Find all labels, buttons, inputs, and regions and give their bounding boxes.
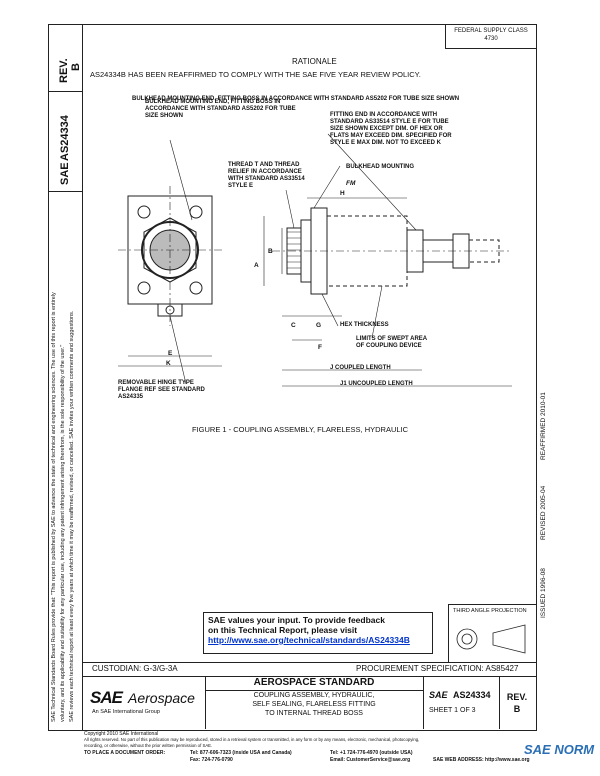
dim-c-label: C bbox=[291, 322, 296, 329]
left-column: REV. B SAE AS24334 bbox=[48, 24, 83, 731]
rev-value-bottom: B bbox=[513, 704, 521, 714]
left-doc-number: AS24334 bbox=[59, 115, 71, 161]
doc-number-cell: SAE AS24334 SHEET 1 OF 3 bbox=[423, 676, 500, 729]
bolt-hole-br bbox=[189, 281, 203, 295]
footer-rights-1: All rights reserved. No part of this pub… bbox=[84, 737, 420, 742]
title-line-1: COUPLING ASSEMBLY, HYDRAULIC, bbox=[253, 692, 375, 699]
title-line-2: SELF SEALING, FLARELESS FITTING bbox=[252, 701, 376, 708]
callout-fitting-end: FITTING END IN ACCORDANCE WITH STANDARD … bbox=[330, 112, 452, 146]
title-block-mid-rule bbox=[82, 676, 537, 677]
projection-symbol-icon bbox=[456, 624, 526, 654]
callout-hinge: REMOVABLE HINGE TYPE FLANGE REF SEE STAN… bbox=[118, 380, 205, 400]
title-cell: AEROSPACE STANDARD COUPLING ASSEMBLY, HY… bbox=[205, 676, 424, 729]
footer-email: Email: CustomerService@sae.org bbox=[330, 757, 411, 763]
figure-caption: FIGURE 1 - COUPLING ASSEMBLY, FLARELESS,… bbox=[192, 425, 409, 434]
dim-a-label: A bbox=[254, 262, 259, 269]
notice-line-3: SAE reviews each technical report at lea… bbox=[69, 310, 75, 722]
callout-bulkhead-end-text: BULKHEAD MOUNTING END, FITTING BOSS IN A… bbox=[145, 99, 296, 119]
supply-class-box: FEDERAL SUPPLY CLASS 4730 bbox=[445, 24, 536, 49]
callout-bulkhead-mounting: BULKHEAD MOUNTING bbox=[346, 164, 414, 170]
procurement-spec: PROCUREMENT SPECIFICATION: AS85427 bbox=[356, 664, 519, 673]
rev-label: REV. bbox=[58, 58, 70, 83]
stamp-issued: ISSUED 1996-08 bbox=[540, 568, 547, 618]
custodian: CUSTODIAN: G-3/G-3A bbox=[92, 664, 178, 673]
callout-thread: THREAD T AND THREAD RELIEF IN ACCORDANCE… bbox=[228, 162, 305, 189]
dim-h-label: H bbox=[340, 190, 345, 197]
notice-line-2: voluntary, and its applicability and sui… bbox=[60, 344, 66, 722]
logo-tagline: An SAE International Group bbox=[92, 709, 160, 715]
feedback-line-2: on this Technical Report, please visit bbox=[208, 625, 358, 635]
rationale-text: AS24334B HAS BEEN REAFFIRMED TO COMPLY W… bbox=[90, 70, 421, 79]
supply-class-label: FEDERAL SUPPLY CLASS bbox=[454, 28, 528, 34]
dim-f-label: F bbox=[318, 344, 322, 351]
bolt-hole-tr bbox=[189, 205, 203, 219]
callout-j-coupled: J COUPLED LENGTH bbox=[330, 365, 391, 371]
callout-hex-thickness: HEX THICKNESS bbox=[340, 322, 389, 328]
rationale-heading: RATIONALE bbox=[292, 57, 337, 66]
aerospace-logo: Aerospace bbox=[128, 690, 195, 706]
rev-label-bottom: REV. bbox=[506, 692, 528, 702]
stamp-revised: REVISED 2005-04 bbox=[540, 485, 547, 540]
dim-g-label: G bbox=[316, 322, 322, 329]
doc-sae-logo: SAE bbox=[429, 690, 448, 700]
footer-tel-2: Tel: +1 724-776-4970 (outside USA) bbox=[330, 750, 413, 756]
logo-cell: SAE Aerospace An SAE International Group bbox=[82, 676, 206, 729]
bolt-hole-bl bbox=[137, 281, 151, 295]
rev-cell: REV. B bbox=[49, 25, 83, 92]
dim-b-label: B bbox=[268, 248, 273, 255]
feedback-link[interactable]: http://www.sae.org/technical/standards/A… bbox=[208, 635, 410, 645]
bolt-hole-tl bbox=[137, 205, 151, 219]
title-block-top-rule bbox=[82, 662, 537, 663]
footer-copyright: Copyright 2010 SAE International bbox=[84, 731, 159, 737]
callout-bulkhead-end: BULKHEAD MOUNTING END, FITTING BOSS IN A… bbox=[132, 96, 459, 102]
projection-box: THIRD ANGLE PROJECTION bbox=[448, 604, 536, 663]
coupling-drawing: BULKHEAD MOUNTING END, FITTING BOSS IN A… bbox=[118, 96, 512, 387]
doc-number-cell: SAE AS24334 bbox=[49, 91, 83, 192]
rev-value: B bbox=[70, 63, 82, 71]
dim-fm-label: FM bbox=[346, 180, 356, 187]
footer-order-label: TO PLACE A DOCUMENT ORDER: bbox=[84, 750, 166, 756]
standard-heading: AEROSPACE STANDARD bbox=[205, 676, 423, 691]
sae-norm-watermark: SAE NORM bbox=[524, 742, 595, 757]
callout-limits: LIMITS OF SWEPT AREA OF COUPLING DEVICE bbox=[356, 336, 427, 349]
footer-tel-1: Tel: 877-606-7323 (inside USA and Canada… bbox=[190, 750, 292, 756]
feedback-box: SAE values your input. To provide feedba… bbox=[203, 612, 433, 654]
footer-fax: Fax: 724-776-0790 bbox=[190, 757, 233, 763]
rev-cell-bottom: REV. B bbox=[499, 676, 535, 729]
dim-k-label: K bbox=[166, 360, 171, 367]
projection-label: THIRD ANGLE PROJECTION bbox=[453, 608, 527, 614]
sae-logo: SAE bbox=[90, 688, 123, 707]
title-line-3: TO INTERNAL THREAD BOSS bbox=[265, 710, 363, 717]
sheet-number: SHEET 1 OF 3 bbox=[429, 707, 476, 714]
footer-rights-2: recording, or otherwise, without the pri… bbox=[84, 743, 213, 748]
feedback-line-1: SAE values your input. To provide feedba… bbox=[208, 615, 385, 625]
footer-web: SAE WEB ADDRESS: http://www.sae.org bbox=[433, 757, 530, 763]
svg-text:BULKHEAD MOUNTING END, FITTING: BULKHEAD MOUNTING END, FITTING BOSS IN A… bbox=[132, 96, 459, 102]
dim-e-label: E bbox=[168, 350, 173, 357]
supply-class-value: 4730 bbox=[484, 36, 498, 42]
doc-number: AS24334 bbox=[453, 690, 491, 700]
stamp-reaffirmed: REAFFIRMED 2010-01 bbox=[540, 392, 547, 460]
notice-line-1: SAE Technical Standards Board Rules prov… bbox=[51, 292, 57, 722]
page-frame bbox=[82, 24, 537, 731]
callout-j1-uncoupled: J1 UNCOUPLED LENGTH bbox=[340, 381, 413, 387]
